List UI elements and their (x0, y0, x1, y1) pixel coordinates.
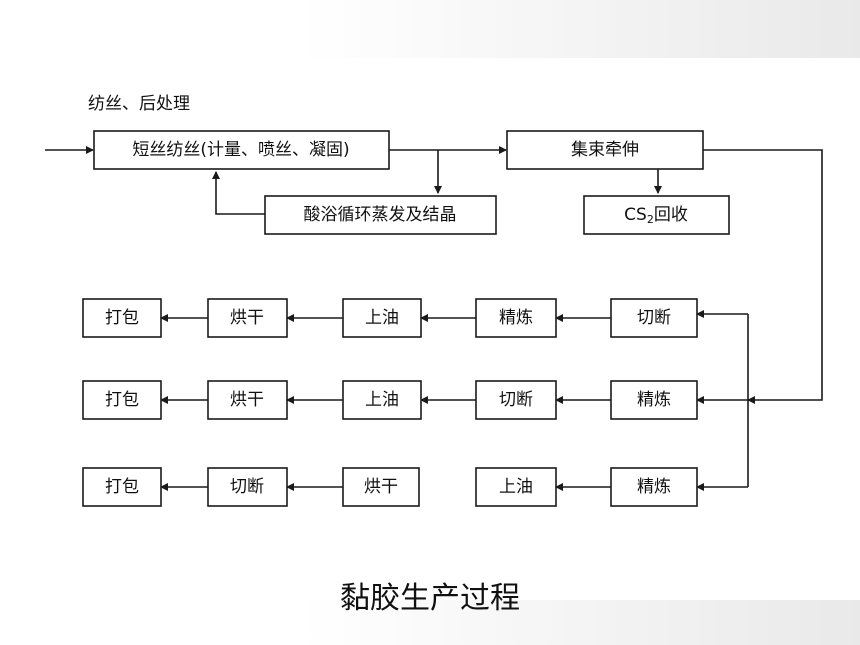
row-2: 精炼 切断 上油 烘干 打包 (82, 380, 698, 420)
node-cs2-recovery: CS2回收 (583, 195, 730, 235)
r1-node-5 (82, 298, 162, 338)
arrow-acid-bath-return (212, 171, 265, 215)
r1-node-5-label: 打包 (105, 308, 139, 328)
node-bundle-label: 集束牵伸 (571, 140, 639, 160)
r2-node-3-label: 上油 (365, 390, 399, 410)
r1-node-3-label: 上油 (365, 308, 399, 328)
node-acid-bath: 酸浴循环蒸发及结晶 (264, 195, 497, 235)
r1-node-4-label: 烘干 (230, 308, 264, 328)
node-bundle: 集束牵伸 (506, 130, 704, 170)
r2-node-3 (342, 380, 422, 420)
node-cs2-label: CS2回收 (624, 205, 688, 226)
r1-node-1-label: 切断 (637, 308, 671, 328)
r1-node-1 (610, 298, 698, 338)
top-gradient-band (0, 0, 860, 58)
r3-node-1 (610, 467, 698, 507)
node-spinning: 短丝纺丝(计量、喷丝、凝固) (93, 130, 390, 170)
r3-node-5 (82, 467, 162, 507)
bottom-gradient-band (0, 600, 860, 645)
r3-node-2-label: 上油 (499, 477, 533, 497)
r1-node-2 (475, 298, 557, 338)
r3-node-2 (475, 467, 557, 507)
r3-node-5-label: 打包 (105, 477, 139, 497)
r2-node-4-label: 烘干 (230, 390, 264, 410)
r2-node-4 (207, 380, 288, 420)
r2-node-2 (475, 380, 557, 420)
r2-node-5 (82, 380, 162, 420)
r3-node-4 (207, 467, 288, 507)
node-acid-bath-label: 酸浴循环蒸发及结晶 (304, 205, 457, 225)
cs2-prefix: CS (624, 205, 647, 225)
arrow-bundle-to-branches (703, 149, 823, 404)
diagram-caption: 黏胶生产过程 (340, 581, 520, 616)
row-3: 精炼 上油 烘干 切断 打包 (82, 467, 698, 507)
node-spinning-label: 短丝纺丝(计量、喷丝、凝固) (132, 140, 349, 160)
row-1: 切断 精炼 上油 烘干 打包 (82, 298, 698, 338)
r2-node-1-label: 精炼 (637, 390, 671, 410)
cs2-subscript: 2 (647, 213, 654, 226)
r1-node-2-label: 精炼 (499, 308, 533, 328)
r3-node-3-label: 烘干 (364, 477, 398, 497)
section-label: 纺丝、后处理 (88, 94, 190, 114)
r2-node-5-label: 打包 (105, 390, 139, 410)
r3-node-1-label: 精炼 (637, 477, 671, 497)
r3-node-4-label: 切断 (230, 477, 264, 497)
r2-node-2-label: 切断 (499, 390, 533, 410)
cs2-suffix: 回收 (654, 205, 688, 225)
